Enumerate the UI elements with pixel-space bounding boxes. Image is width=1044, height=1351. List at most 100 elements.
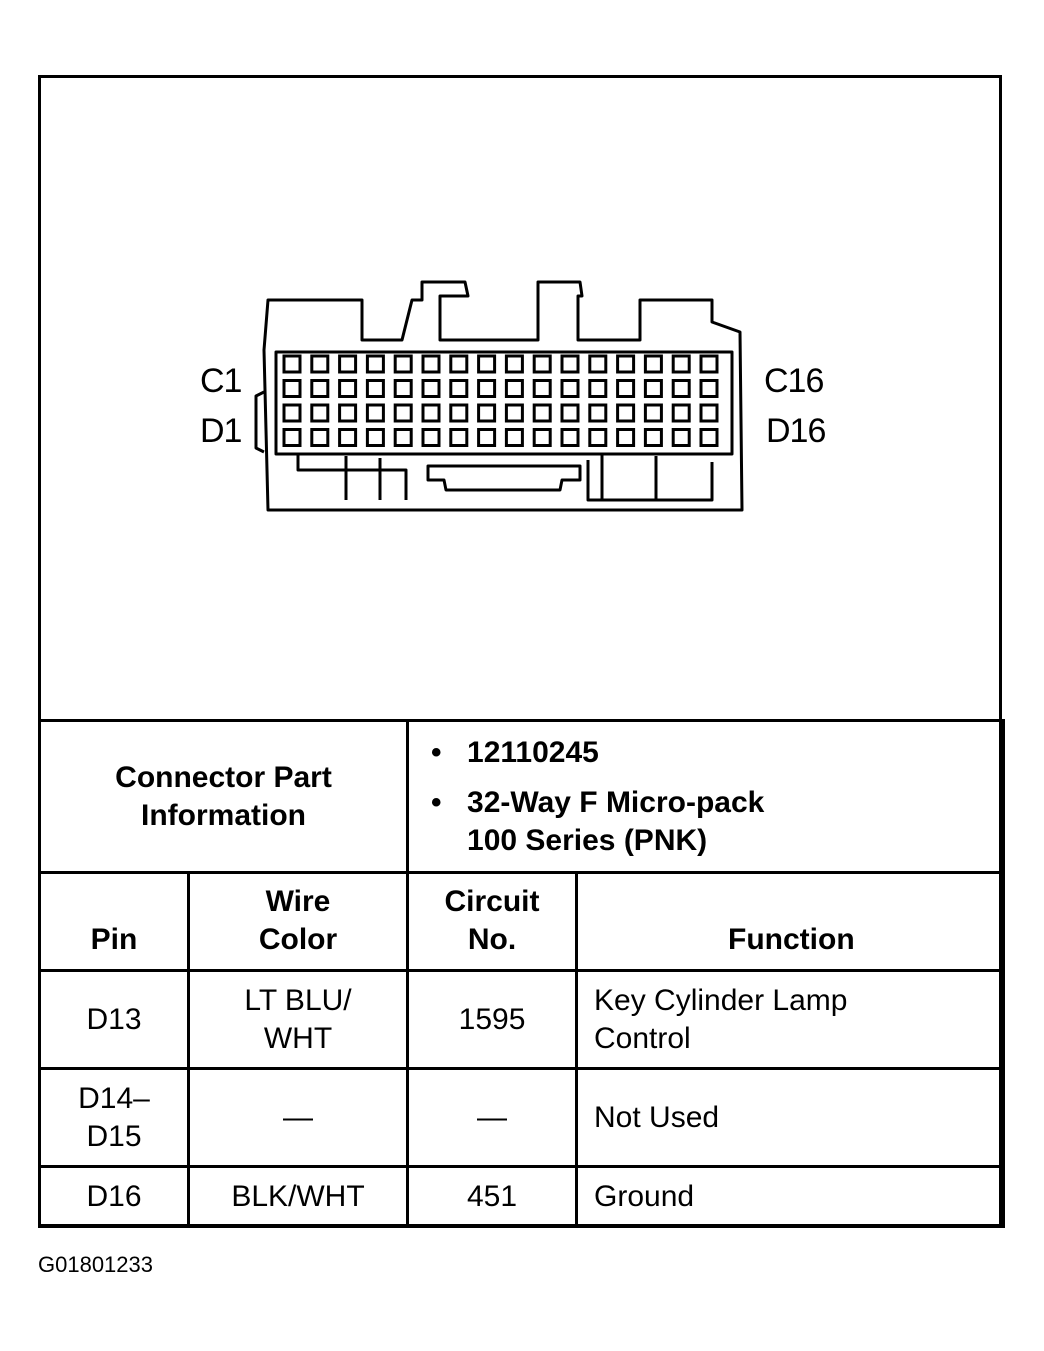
table-row: D16 BLK/WHT 451 Ground xyxy=(38,1165,1006,1228)
connector-left-tab xyxy=(254,390,265,454)
cell-wire-color: — xyxy=(186,1067,410,1168)
wire-color-line1: — xyxy=(283,1100,313,1134)
cell-wire-color: LT BLU/ WHT xyxy=(186,969,410,1070)
part-info-row: Connector Part Information • 12110245 • … xyxy=(37,719,1006,874)
connector-face-drawing xyxy=(254,280,744,512)
pin-cavity xyxy=(338,354,358,374)
pin-cavity xyxy=(393,379,413,398)
pin-cavity xyxy=(532,403,552,423)
cell-pin: D14– D15 xyxy=(38,1067,190,1168)
header-wire-color-line2: Color xyxy=(258,923,338,956)
function-line1: Not Used xyxy=(594,1100,720,1134)
function-line1: Key Cylinder Lamp xyxy=(594,983,848,1017)
pin-cavity xyxy=(282,403,302,423)
pin-cavity xyxy=(532,354,552,374)
pin-cavity xyxy=(282,379,302,398)
pin-cavity xyxy=(365,354,385,374)
pin-cavity xyxy=(421,428,441,447)
pin-cavity xyxy=(588,403,608,423)
pin-cavity xyxy=(504,354,524,374)
function-line1: Ground xyxy=(594,1179,695,1213)
pin-cavity xyxy=(504,379,524,398)
wire-color-line2: WHT xyxy=(263,1021,333,1055)
pin-cavity xyxy=(504,403,524,423)
pin-cavity xyxy=(616,428,636,447)
pin-cavity xyxy=(421,403,441,423)
pin-cavity xyxy=(310,379,330,398)
pin-cavity xyxy=(449,403,469,423)
pin-cavity xyxy=(393,354,413,374)
cell-pin: D16 xyxy=(38,1165,190,1228)
pin-cavity xyxy=(310,403,330,423)
label-d1: D1 xyxy=(200,412,242,450)
pin-cavity xyxy=(643,403,663,423)
part-info-values: • 12110245 • 32-Way F Micro-pack 100 Ser… xyxy=(406,719,1006,874)
header-circuit-line1: Circuit xyxy=(444,885,540,918)
pin-cavity xyxy=(282,428,302,447)
pin-cavity xyxy=(310,354,330,374)
pin-cavity xyxy=(560,354,580,374)
label-c1: C1 xyxy=(200,362,242,400)
pin-cavity xyxy=(504,428,524,447)
cell-pin: D13 xyxy=(38,969,190,1070)
header-circuit-line2: No. xyxy=(467,923,517,956)
pin-cavity xyxy=(449,354,469,374)
header-wire-color: Wire Color xyxy=(186,871,410,972)
header-function-text: Function xyxy=(728,923,855,956)
cell-wire-color: BLK/WHT xyxy=(186,1165,410,1228)
pin-cavity xyxy=(616,379,636,398)
pin-cavity xyxy=(588,354,608,374)
cell-function: Not Used xyxy=(575,1067,1006,1168)
pin-cavity xyxy=(449,428,469,447)
connector-lower-detail xyxy=(296,454,408,500)
bullet-icon: • xyxy=(431,735,442,769)
connector-pin-table: Connector Part Information • 12110245 • … xyxy=(37,719,1006,1228)
header-circuit: Circuit No. xyxy=(406,871,579,972)
cell-circuit: — xyxy=(406,1067,579,1168)
cell-circuit: 451 xyxy=(406,1165,579,1228)
pin-cavity xyxy=(699,379,719,398)
pin-cavity xyxy=(699,403,719,423)
pin-cavity xyxy=(282,354,302,374)
pin-cavity xyxy=(560,379,580,398)
wire-color-line1: LT BLU/ xyxy=(244,983,352,1017)
pin-cavity xyxy=(338,403,358,423)
pin-cavity xyxy=(671,403,691,423)
connector-pin-grid xyxy=(282,354,719,447)
pin-cavity xyxy=(671,379,691,398)
label-c16: C16 xyxy=(764,362,824,400)
circuit-text: 1595 xyxy=(458,1002,526,1036)
pin-cavity xyxy=(560,403,580,423)
pin-cavity xyxy=(699,354,719,374)
table-row: D14– D15 — — Not Used xyxy=(38,1067,1006,1168)
pin-cavity xyxy=(338,379,358,398)
pin-cavity xyxy=(560,428,580,447)
part-info-label-line2: Information xyxy=(141,798,306,832)
circuit-text: 451 xyxy=(466,1179,518,1213)
connector-body xyxy=(262,280,744,512)
pin-cavity xyxy=(643,428,663,447)
pin-cavity xyxy=(421,379,441,398)
header-pin-text: Pin xyxy=(90,923,138,956)
header-function: Function xyxy=(575,871,1006,972)
pin-cavity xyxy=(588,379,608,398)
pin-cavity xyxy=(532,379,552,398)
header-pin: Pin xyxy=(38,871,190,972)
pin-cavity xyxy=(365,403,385,423)
pin-cavity xyxy=(449,379,469,398)
connector-lower-slot xyxy=(426,464,582,492)
pin-cavity xyxy=(477,354,497,374)
pin-cavity xyxy=(671,354,691,374)
pin-cavity xyxy=(532,428,552,447)
pin-text-line1: D14– xyxy=(78,1081,150,1115)
part-description-line2: 100 Series (PNK) xyxy=(467,823,708,857)
wire-color-line1: BLK/WHT xyxy=(231,1179,365,1213)
label-d16: D16 xyxy=(766,412,826,450)
table-row: D13 LT BLU/ WHT 1595 Key Cylinder Lamp C… xyxy=(38,969,1006,1070)
pin-cavity xyxy=(365,379,385,398)
diagram-code: G01801233 xyxy=(38,1252,153,1277)
pin-cavity xyxy=(616,354,636,374)
pin-cavity xyxy=(421,354,441,374)
pin-text: D13 xyxy=(86,1002,142,1036)
pin-cavity xyxy=(616,403,636,423)
